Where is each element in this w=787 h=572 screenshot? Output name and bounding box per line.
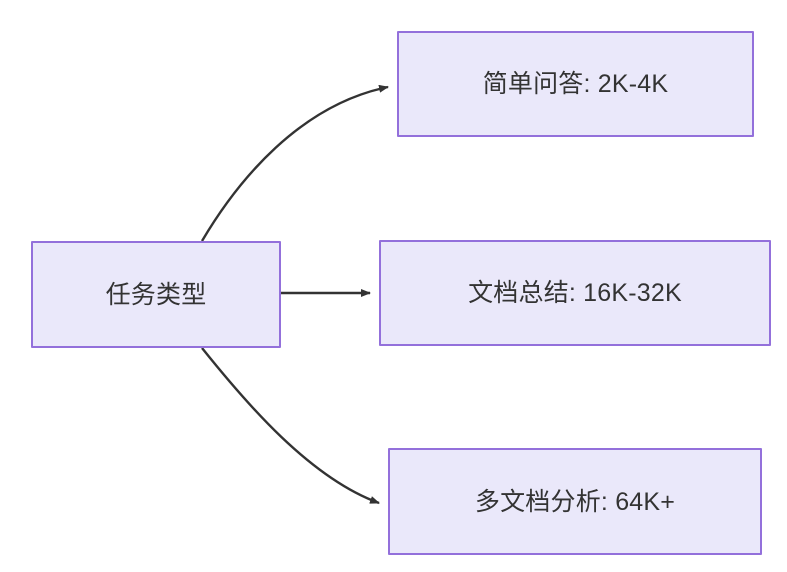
edge-source-to-multi-doc [201,347,380,505]
node-doc-summary[interactable]: 文档总结: 16K-32K [379,240,771,346]
node-multi-doc-analysis[interactable]: 多文档分析: 64K+ [388,448,762,555]
node-doc-summary-label: 文档总结: 16K-32K [468,279,682,307]
node-task-type-label: 任务类型 [105,280,207,309]
node-simple-qa-label: 简单问答: 2K-4K [482,70,669,98]
node-multi-doc-analysis-label: 多文档分析: 64K+ [474,487,676,516]
node-task-type[interactable]: 任务类型 [31,241,281,348]
edge-source-to-simple-qa [200,84,389,242]
node-simple-qa[interactable]: 简单问答: 2K-4K [397,31,754,137]
